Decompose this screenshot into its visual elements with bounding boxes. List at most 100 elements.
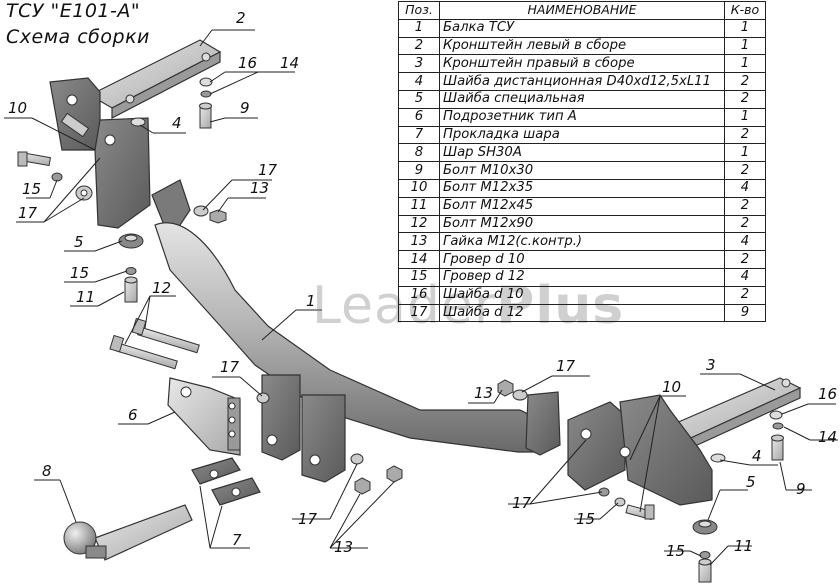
- callout-14: 14: [280, 54, 299, 72]
- callout-13: 13: [334, 538, 353, 556]
- callout-15: 15: [70, 264, 89, 282]
- main-beam: [151, 179, 561, 483]
- table-cell-name: Прокладка шара: [439, 125, 725, 145]
- drawing-subtitle: Схема сборки: [6, 26, 150, 48]
- table-cell-name: Балка ТСУ: [439, 18, 725, 38]
- ball-spacers: [191, 457, 261, 506]
- column-header-quantity: К-во: [724, 1, 766, 20]
- table-cell-name: Шайба дистанционная D40xd12,5xL11: [439, 72, 725, 91]
- left-hardware: [17, 77, 227, 303]
- table-cell-pos: 12: [398, 214, 440, 234]
- drawing-title: ТСУ "E101-A": [6, 0, 141, 22]
- table-cell-name: Болт М12x35: [439, 178, 725, 198]
- table-cell-pos: 6: [398, 107, 440, 127]
- table-cell-qty: 2: [724, 89, 766, 109]
- callout-4: 4: [752, 447, 762, 465]
- callout-1: 1: [306, 292, 316, 310]
- table-cell-name: Шайба d 10: [439, 285, 725, 305]
- table-cell-pos: 11: [398, 196, 440, 216]
- table-cell-qty: 1: [724, 36, 766, 56]
- table-cell-pos: 10: [398, 178, 440, 198]
- table-cell-name: Шар SH30A: [439, 143, 725, 163]
- callout-16: 16: [818, 385, 837, 403]
- table-cell-qty: 2: [724, 214, 766, 234]
- table-cell-pos: 9: [398, 161, 440, 180]
- table-cell-name: Гровер d 12: [439, 267, 725, 287]
- table-cell-name: Болт М12x90: [439, 214, 725, 234]
- callout-11: 11: [76, 288, 95, 306]
- table-cell-name: Кронштейн левый в сборе: [439, 36, 725, 56]
- table-cell-qty: 4: [724, 232, 766, 252]
- leader-lines: [4, 29, 838, 566]
- callout-13: 13: [250, 179, 269, 197]
- table-cell-pos: 1: [398, 18, 440, 38]
- table-cell-pos: 3: [398, 54, 440, 74]
- table-cell-qty: 1: [724, 143, 766, 163]
- column-header-position: Поз.: [398, 1, 440, 20]
- table-cell-name: Шайба d 12: [439, 303, 725, 323]
- table-cell-qty: 2: [724, 161, 766, 180]
- table-cell-qty: 1: [724, 54, 766, 74]
- callout-7: 7: [232, 531, 242, 549]
- right-bracket-assembly: [567, 377, 802, 506]
- table-cell-name: Гайка М12(с.контр.): [439, 232, 725, 252]
- callout-10: 10: [662, 378, 681, 396]
- callout-14: 14: [818, 428, 837, 446]
- table-cell-qty: 2: [724, 250, 766, 269]
- table-cell-pos: 4: [398, 72, 440, 91]
- callout-labels: 2 16 14 10 9 4 15 17 17 13 5 15 11 12 1 …: [8, 9, 837, 560]
- tow-ball: [63, 504, 193, 561]
- table-cell-qty: 4: [724, 178, 766, 198]
- callout-6: 6: [128, 406, 138, 424]
- table-cell-name: Гровер d 10: [439, 250, 725, 269]
- callout-9: 9: [796, 480, 806, 498]
- table-cell-qty: 2: [724, 72, 766, 91]
- callout-11: 11: [734, 537, 753, 555]
- table-cell-qty: 4: [724, 267, 766, 287]
- table-cell-pos: 14: [398, 250, 440, 269]
- table-cell-pos: 2: [398, 36, 440, 56]
- table-cell-name: Подрозетник тип А: [439, 107, 725, 127]
- table-cell-name: Кронштейн правый в сборе: [439, 54, 725, 74]
- left-bracket-assembly: [49, 39, 222, 229]
- callout-17: 17: [556, 357, 576, 375]
- callout-8: 8: [42, 462, 52, 480]
- table-cell-pos: 13: [398, 232, 440, 252]
- column-header-name: НАИМЕНОВАНИЕ: [439, 1, 725, 20]
- table-cell-qty: 1: [724, 18, 766, 38]
- table-cell-name: Шайба специальная: [439, 89, 725, 109]
- callout-15: 15: [22, 180, 41, 198]
- table-cell-name: Болт М12x45: [439, 196, 725, 216]
- callout-15: 15: [576, 510, 595, 528]
- callout-12: 12: [152, 279, 171, 297]
- callout-17: 17: [18, 204, 38, 222]
- table-cell-pos: 7: [398, 125, 440, 145]
- table-cell-pos: 16: [398, 285, 440, 305]
- table-cell-qty: 9: [724, 303, 766, 323]
- table-cell-pos: 5: [398, 89, 440, 109]
- table-cell-pos: 15: [398, 267, 440, 287]
- callout-16: 16: [238, 54, 257, 72]
- table-cell-qty: 2: [724, 285, 766, 305]
- table-cell-pos: 17: [398, 303, 440, 323]
- callout-15: 15: [666, 542, 685, 560]
- callout-4: 4: [172, 114, 182, 132]
- callout-10: 10: [8, 99, 27, 117]
- table-cell-qty: 2: [724, 125, 766, 145]
